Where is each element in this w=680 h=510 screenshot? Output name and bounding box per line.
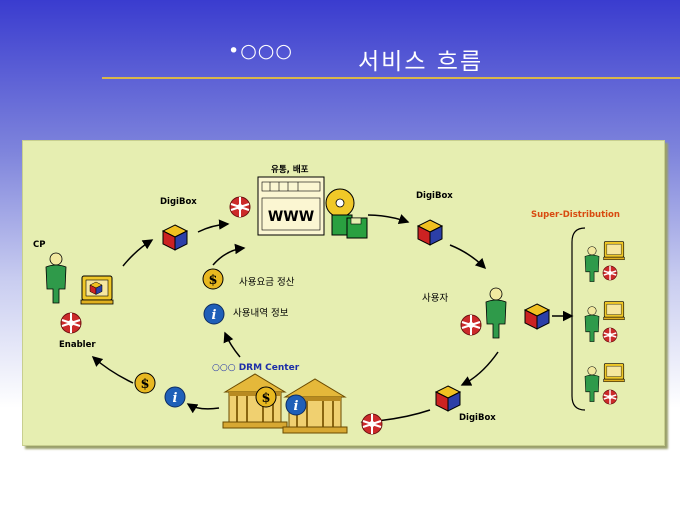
arrow-cp-to-digibox bbox=[122, 239, 154, 267]
arrow-digibox-to-user bbox=[449, 244, 487, 270]
title-prefix: •○○○ bbox=[228, 40, 293, 62]
usage-info-symbol: i bbox=[212, 308, 217, 323]
arrow-payment-to-web bbox=[212, 243, 246, 266]
cp-monitor-cube-icon bbox=[89, 281, 103, 295]
www-text: WWW bbox=[268, 209, 314, 225]
digibox-left-cube-icon bbox=[162, 224, 188, 251]
drm-ball-icon bbox=[361, 413, 383, 435]
digibox-bottom-cube-icon bbox=[435, 385, 461, 412]
super-ball-1-icon bbox=[602, 265, 618, 281]
arrow-digibox-to-web bbox=[197, 219, 230, 233]
digibox-bottom-label: DigiBox bbox=[459, 413, 496, 423]
cp-person-icon bbox=[45, 252, 67, 304]
page-title: 서비스 흐름 bbox=[358, 49, 484, 75]
super-ball-2-icon bbox=[602, 327, 618, 343]
payment-dollar-symbol: $ bbox=[208, 273, 217, 288]
drm-info-symbol: i bbox=[294, 399, 299, 414]
user-person-icon bbox=[485, 287, 507, 339]
cp-info-symbol: i bbox=[173, 391, 178, 406]
arrow-web-to-digibox bbox=[367, 214, 410, 224]
user-ball-icon bbox=[460, 314, 482, 336]
digibox-right-cube-icon bbox=[417, 219, 443, 246]
drm-dollar-symbol: $ bbox=[261, 391, 270, 406]
cp-label: CP bbox=[33, 240, 46, 250]
digibox-right-label: DigiBox bbox=[416, 191, 453, 201]
enabler-label: Enabler bbox=[59, 340, 96, 350]
enabler-ball-icon bbox=[60, 312, 82, 334]
user-cube-icon bbox=[524, 303, 550, 330]
arrow-user-to-digibox bbox=[460, 351, 499, 386]
distribution-label: 유통, 배포 bbox=[271, 165, 309, 175]
web-ball-icon bbox=[229, 196, 251, 218]
super-ball-3-icon bbox=[602, 389, 618, 405]
usage-info-label: 사용내역 정보 bbox=[233, 308, 289, 319]
super-monitor-3-icon bbox=[603, 363, 625, 383]
super-distribution-bracket bbox=[571, 227, 586, 411]
drm-building-icon bbox=[222, 373, 288, 429]
drm-center-label: ○○○ DRM Center bbox=[212, 363, 300, 373]
arrow-drm-to-info bbox=[186, 403, 220, 414]
arrow-payment-to-cp bbox=[91, 356, 134, 384]
super-distribution-label: Super-Distribution bbox=[531, 210, 620, 220]
super-monitor-2-icon bbox=[603, 301, 625, 321]
super-person-3-icon bbox=[584, 366, 600, 402]
super-person-2-icon bbox=[584, 306, 600, 342]
arrow-drm-to-info-report bbox=[223, 331, 241, 358]
cp-dollar-symbol: $ bbox=[140, 377, 149, 392]
payment-label: 사용요금 정산 bbox=[239, 277, 295, 288]
user-label: 사용자 bbox=[422, 293, 449, 304]
digibox-left-label: DigiBox bbox=[160, 197, 197, 207]
super-person-1-icon bbox=[584, 246, 600, 282]
title-underline bbox=[102, 77, 680, 79]
super-monitor-1-icon bbox=[603, 241, 625, 261]
